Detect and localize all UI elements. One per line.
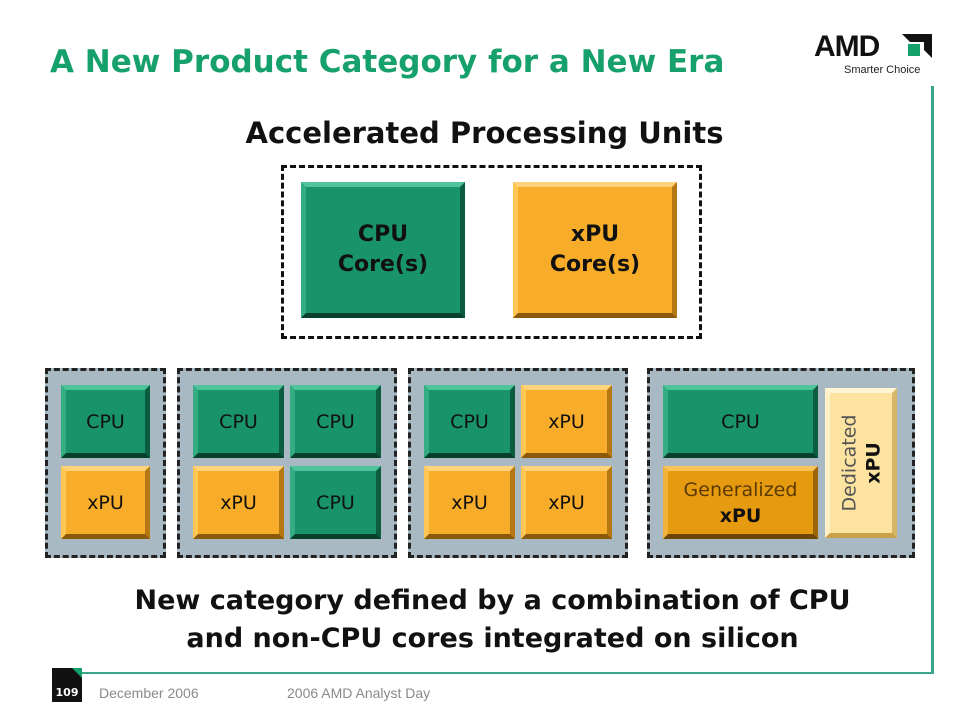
g4-dedicated-line1: Dedicated [838, 414, 861, 512]
g4-dedicated-xpu-chip: Dedicated xPU [825, 388, 897, 538]
section-heading: Accelerated Processing Units [245, 116, 724, 150]
g2-chip-2-label: CPU [316, 410, 355, 433]
g1-cpu-chip: CPU [61, 385, 150, 458]
g4-cpu-chip: CPU [663, 385, 818, 458]
g4-cpu-label: CPU [721, 410, 760, 433]
g1-xpu-label: xPU [87, 491, 124, 514]
g2-cpu-chip-3: CPU [290, 466, 381, 539]
page-badge [52, 668, 82, 702]
cpu-cores-line2: Core(s) [337, 252, 429, 277]
g3-xpu-chip-3: xPU [521, 466, 612, 539]
g3-cpu-chip: CPU [424, 385, 515, 458]
g3-xpu-chip-2: xPU [424, 466, 515, 539]
right-rule [931, 86, 934, 674]
g2-cpu-chip-1: CPU [193, 385, 284, 458]
apu-dashed-box [281, 165, 702, 339]
caption-line-1: New category defined by a combination of… [134, 585, 851, 616]
g4-generalized-line1: Generalized [683, 478, 798, 501]
xpu-cores-block: xPU Core(s) [513, 182, 677, 318]
caption-line-2: and non-CPU cores integrated on silicon [186, 623, 799, 654]
cpu-cores-line1: CPU [357, 222, 409, 247]
g4-generalized-line2: xPU [719, 504, 762, 527]
g2-chip-1-label: CPU [219, 410, 258, 433]
slide-caption: New category defined by a combination of… [0, 582, 969, 658]
g1-xpu-chip: xPU [61, 466, 150, 539]
bottom-rule [52, 672, 934, 674]
g3-chip-2-label: xPU [548, 410, 585, 433]
xpu-cores-line1: xPU [570, 222, 620, 247]
footer-date: December 2006 [99, 685, 199, 701]
g3-chip-4-label: xPU [548, 491, 585, 514]
page-number: 109 [55, 686, 79, 699]
cpu-cores-block: CPU Core(s) [301, 182, 465, 318]
g2-chip-3-label: xPU [220, 491, 257, 514]
xpu-cores-line2: Core(s) [549, 252, 641, 277]
g3-chip-3-label: xPU [451, 491, 488, 514]
amd-tagline: Smarter Choice [844, 64, 921, 76]
g3-xpu-chip-1: xPU [521, 385, 612, 458]
g2-chip-4-label: CPU [316, 491, 355, 514]
slide-title: A New Product Category for a New Era [50, 44, 725, 80]
g1-cpu-label: CPU [86, 410, 125, 433]
g4-generalized-xpu-chip: Generalized xPU [663, 466, 818, 539]
g2-xpu-chip: xPU [193, 466, 284, 539]
footer-event: 2006 AMD Analyst Day [287, 685, 431, 701]
g2-cpu-chip-2: CPU [290, 385, 381, 458]
amd-logo-text: AMD [814, 30, 880, 63]
amd-arrow-icon [902, 34, 932, 58]
g4-dedicated-line2: xPU [862, 442, 885, 484]
g3-chip-1-label: CPU [450, 410, 489, 433]
